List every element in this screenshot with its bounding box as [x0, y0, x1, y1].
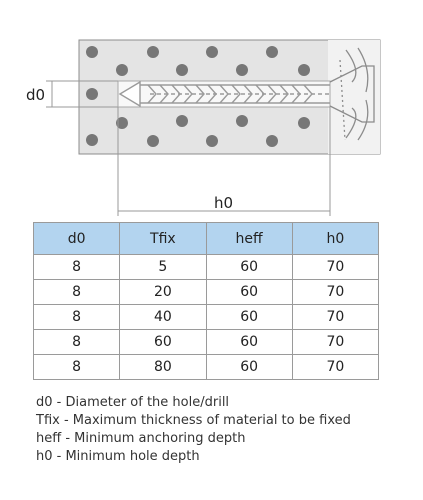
header-d0: d0: [32, 222, 121, 255]
cell-h0: 70: [291, 254, 380, 280]
header-heff: heff: [205, 222, 293, 255]
cell-tfix: 60: [119, 329, 207, 355]
d0-dimension: [46, 80, 118, 108]
legend-item-heff: heff - Minimum anchoring depth: [36, 431, 246, 446]
table-row: 8 60 60 70: [32, 329, 380, 355]
d0-label: d0: [26, 86, 46, 104]
h0-dimension: [117, 107, 331, 216]
legend-item-d0: d0 - Diameter of the hole/drill: [36, 395, 230, 410]
screw-head-icon: [329, 47, 375, 141]
cell-d0: 8: [32, 254, 121, 280]
legend: d0 - Diameter of the hole/drill Tfix - M…: [36, 394, 351, 466]
cell-heff: 60: [205, 304, 293, 330]
header-tfix: Tfix: [119, 222, 207, 255]
cell-h0: 70: [291, 354, 380, 380]
legend-item-tfix: Tfix - Maximum thickness of material to …: [36, 413, 351, 428]
anchor-drawing: [46, 39, 381, 216]
anchor-diagram: d0 h0: [0, 0, 423, 225]
table-row: 8 80 60 70: [32, 354, 380, 380]
cell-d0: 8: [32, 304, 121, 330]
cell-heff: 60: [205, 329, 293, 355]
cell-h0: 70: [291, 279, 380, 305]
table-row: 8 5 60 70: [32, 254, 380, 280]
cell-h0: 70: [291, 329, 380, 355]
fixture-plate: [328, 40, 380, 154]
table-header-row: d0 Tfix heff h0: [32, 222, 380, 255]
cell-heff: 60: [205, 254, 293, 280]
table-row: 8 20 60 70: [32, 279, 380, 305]
cell-tfix: 80: [119, 354, 207, 380]
cell-heff: 60: [205, 279, 293, 305]
cell-d0: 8: [32, 354, 121, 380]
aggregate-dots: [86, 46, 310, 147]
table-row: 8 40 60 70: [32, 304, 380, 330]
anchor-sleeve-icon: [118, 80, 330, 108]
cell-tfix: 20: [119, 279, 207, 305]
cell-tfix: 5: [119, 254, 207, 280]
cell-tfix: 40: [119, 304, 207, 330]
cell-h0: 70: [291, 304, 380, 330]
cell-d0: 8: [32, 279, 121, 305]
cell-d0: 8: [32, 329, 121, 355]
legend-item-h0: h0 - Minimum hole depth: [36, 449, 200, 464]
header-h0: h0: [291, 222, 380, 255]
spec-table: d0 Tfix heff h0 8 5 60 70 8 20 60 70 8 4…: [32, 222, 380, 380]
h0-label: h0: [214, 194, 234, 212]
cell-heff: 60: [205, 354, 293, 380]
